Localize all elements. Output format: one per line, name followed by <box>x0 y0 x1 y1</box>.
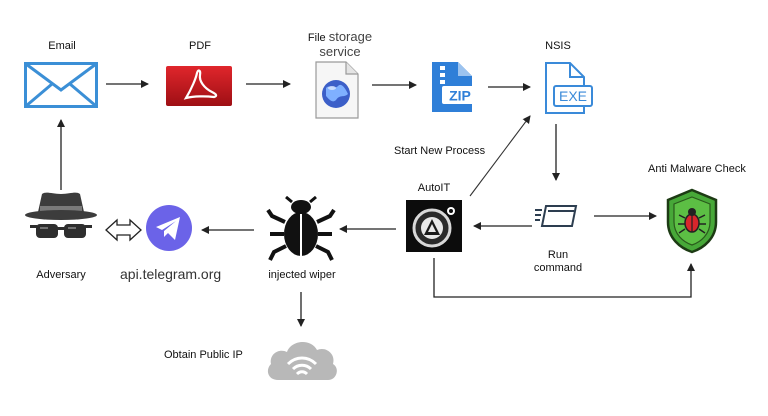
file-storage-word-2: storage <box>328 29 373 44</box>
shield-bug-icon <box>666 188 718 254</box>
file-storage-word-3: service <box>319 44 361 59</box>
zip-file-icon: ZIP <box>432 62 478 112</box>
anti-malware-check-label: Anti Malware Check <box>648 163 746 175</box>
exe-text: EXE <box>559 88 587 104</box>
pdf-icon <box>166 66 232 106</box>
adversary-icon <box>25 192 97 238</box>
cloud-wifi-icon <box>267 341 337 380</box>
email-label: Email <box>48 40 76 52</box>
arrow-autoit-to-anti-malware <box>433 258 695 298</box>
adversary-label: Adversary <box>36 269 86 281</box>
arrow-autoit-to-nsis <box>469 115 531 197</box>
run-command-word-1: Run <box>547 249 569 261</box>
telegram-icon <box>146 205 192 251</box>
run-command-icon <box>535 205 578 227</box>
autoit-logo-icon <box>406 200 462 252</box>
pdf-label: PDF <box>189 40 211 52</box>
obtain-public-ip-label: Obtain Public IP <box>164 349 243 361</box>
autoit-label: AutoIT <box>417 182 451 194</box>
run-command-label: Run command <box>530 249 586 275</box>
run-command-word-2: command <box>533 262 583 274</box>
bidirectional-arrow <box>105 218 142 242</box>
injected-wiper-label: injected wiper <box>268 269 336 281</box>
file-storage-label: File storage service <box>300 30 380 60</box>
start-new-process-label: Start New Process <box>394 145 486 157</box>
zip-text: ZIP <box>449 88 471 104</box>
nsis-label: NSIS <box>545 40 571 52</box>
bug-icon <box>266 196 336 261</box>
api-telegram-label: api.telegram.org <box>120 266 222 282</box>
file-storage-word-1: File <box>307 32 326 44</box>
envelope-icon <box>24 62 98 108</box>
exe-file-icon: EXE <box>545 62 593 114</box>
web-document-icon <box>315 61 359 119</box>
